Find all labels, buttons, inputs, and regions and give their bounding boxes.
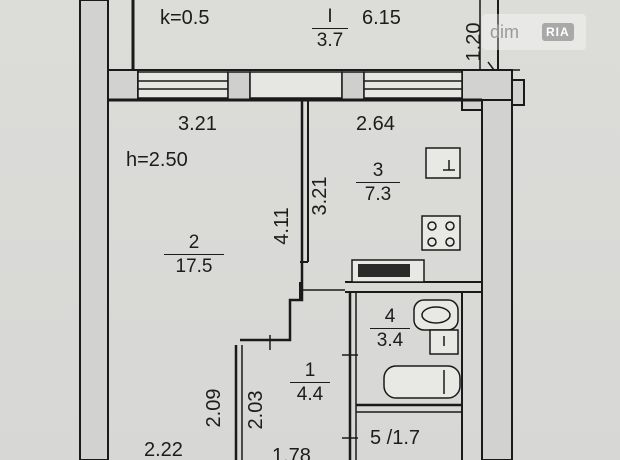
room-4-number: 4	[384, 306, 396, 327]
stove	[421, 215, 461, 251]
heater	[351, 259, 425, 283]
room-2-label: 2 17.5	[164, 232, 224, 278]
washbasin	[413, 299, 459, 331]
room-1-number: 1	[304, 360, 316, 381]
balcony-length-label: 6.15	[362, 7, 401, 29]
room2-width-dimension: 3.21	[178, 113, 217, 135]
room2-length-dimension: 4.11	[271, 207, 293, 245]
room-4-label: 4 3.4	[370, 306, 410, 352]
room-2-number: 2	[188, 232, 200, 253]
ceiling-height-label: h=2.50	[126, 149, 188, 171]
kitchen-sink	[425, 147, 461, 179]
watermark-brand: RIA	[542, 23, 574, 41]
watermark-site: dim	[490, 22, 520, 42]
bathtub	[383, 365, 461, 399]
room-3-label: 3 7.3	[356, 160, 400, 206]
kitchen-length-dimension: 3.21	[309, 176, 331, 216]
hall-width-dimension: 1.78	[272, 445, 311, 460]
room-3-number: 3	[372, 160, 384, 181]
balcony-room-number: I	[327, 6, 333, 27]
balcony-room-area: 3.7	[312, 28, 348, 52]
windows	[137, 71, 463, 101]
coefficient-label: k=0.5	[160, 7, 210, 29]
room-1-label: 1 4.4	[290, 360, 330, 406]
room-1-area: 4.4	[290, 382, 330, 406]
kitchen-width-dimension: 2.64	[356, 113, 395, 135]
bottom-left-width-dimension: 2.22	[144, 439, 183, 460]
room-4-area: 3.4	[370, 328, 410, 352]
exterior-walls	[79, 0, 525, 460]
left-vertical-dimension: 2.09	[203, 388, 225, 428]
balcony-room-label: I 3.7	[312, 6, 348, 52]
room-3-area: 7.3	[356, 182, 400, 206]
room-5-label: 5 /1.7	[370, 427, 421, 449]
hall-vertical-dimension: 2.03	[245, 390, 267, 430]
balcony-depth-label: 1.20	[463, 22, 485, 62]
interior-walls	[108, 98, 482, 460]
room-2-area: 17.5	[164, 254, 224, 278]
watermark: dim RIA	[482, 14, 586, 50]
toilet-box	[429, 329, 459, 355]
